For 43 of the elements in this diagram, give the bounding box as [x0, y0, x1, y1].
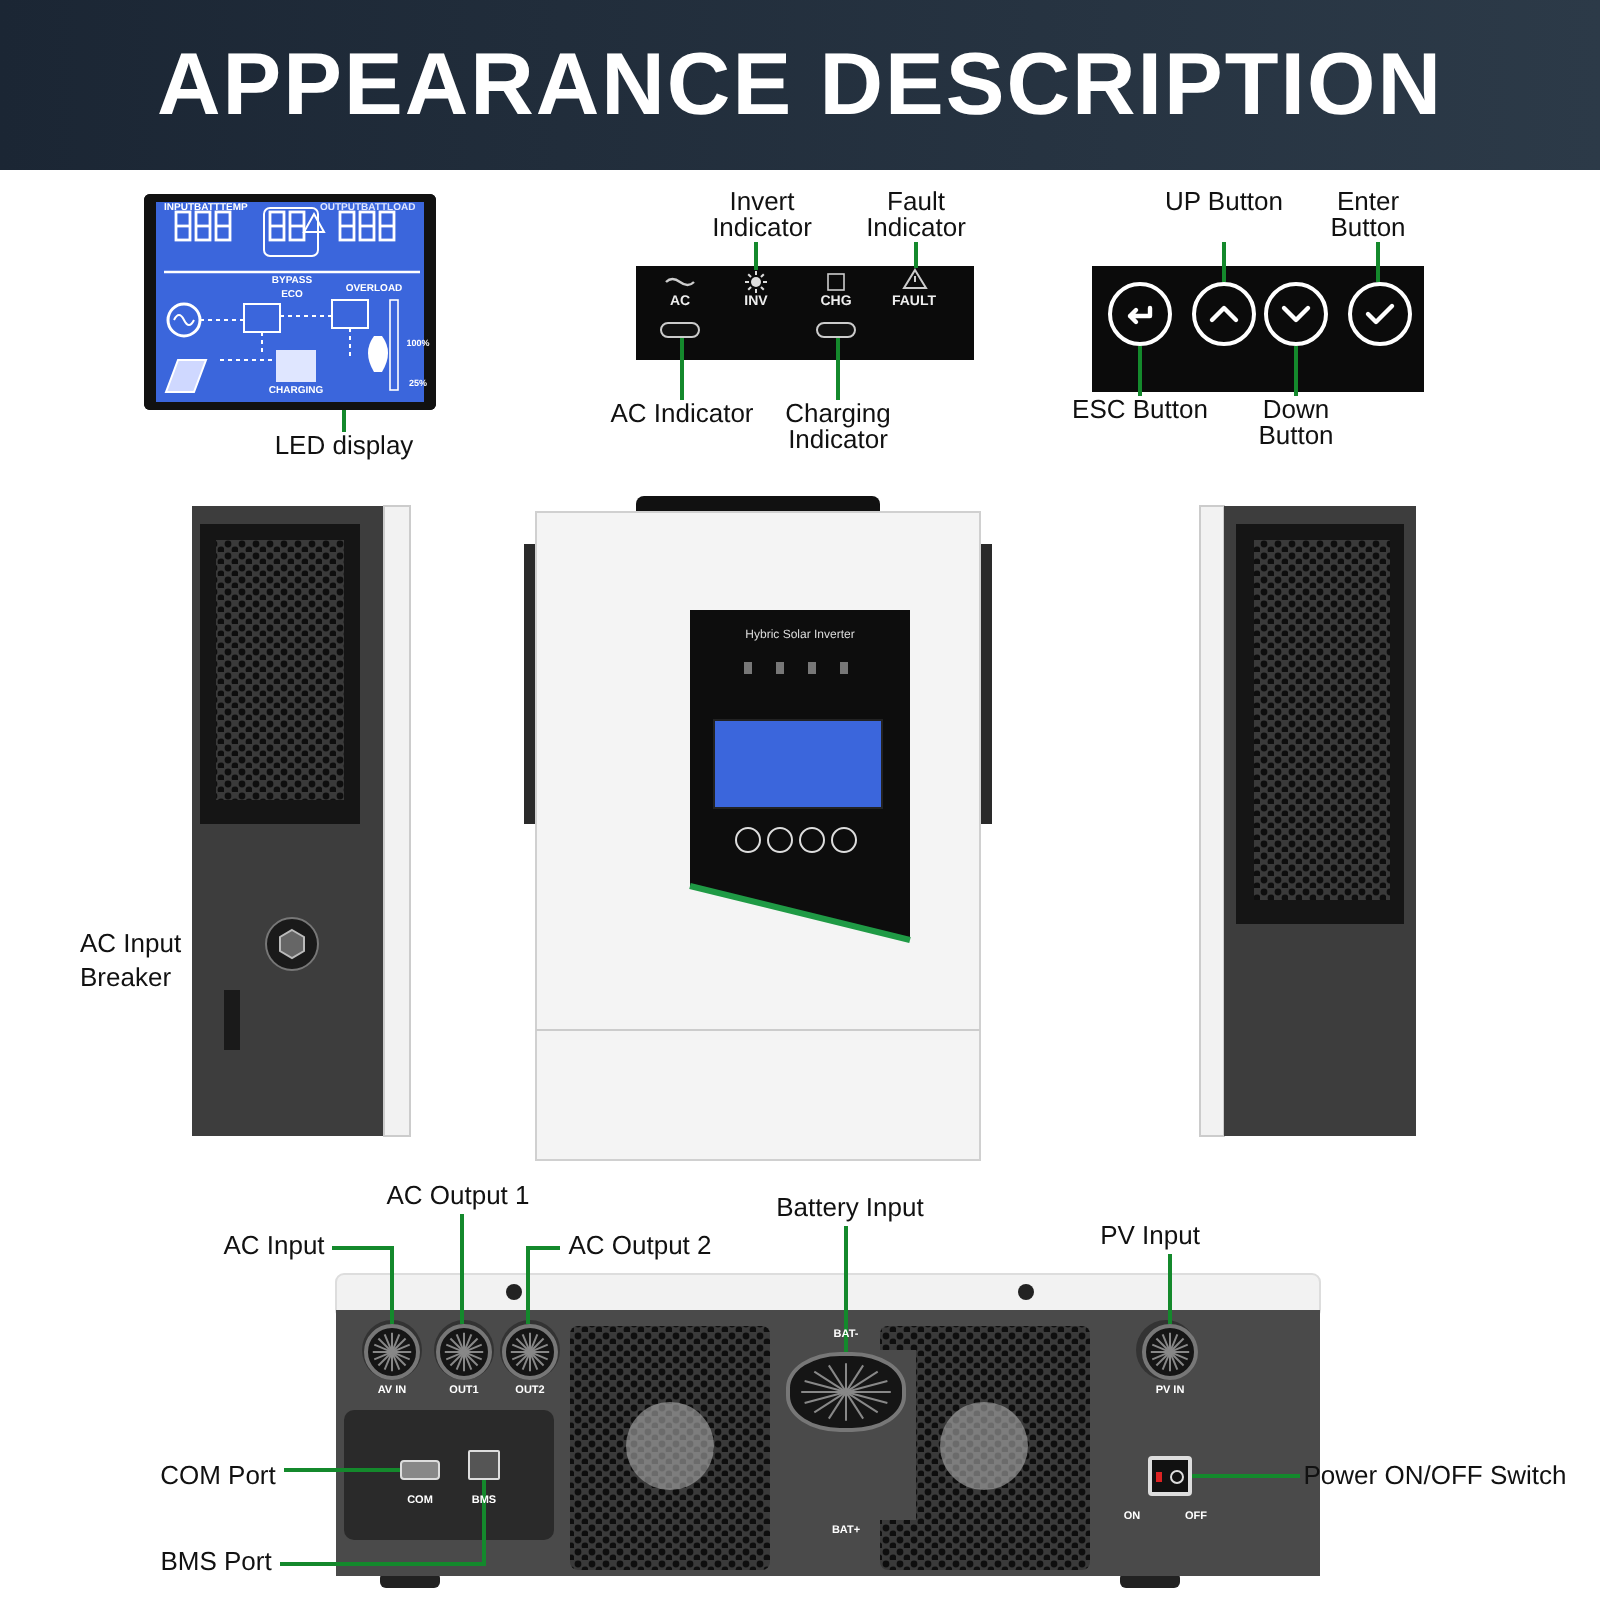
callout-label: UP Button	[1154, 188, 1294, 242]
callout-label: AC Input Breaker	[80, 926, 184, 994]
callout-label: COM Port	[152, 1462, 284, 1494]
leader-line	[680, 338, 684, 400]
warning-icon	[902, 268, 928, 290]
title: APPEARANCE DESCRIPTION	[157, 35, 1443, 135]
callout-label: AC Input	[216, 1232, 332, 1264]
leader-line	[836, 338, 840, 400]
indicator-light	[660, 322, 700, 338]
leader-line	[754, 242, 758, 270]
leader-line	[1222, 242, 1226, 282]
callout-label: ESC Button	[1070, 396, 1210, 450]
callout-label: BMS Port	[152, 1548, 280, 1580]
callout-label: AC Output 2	[560, 1232, 720, 1264]
rocker-switch	[1148, 1456, 1192, 1496]
ethernet-port	[468, 1450, 500, 1480]
callout-label: Battery Input	[760, 1194, 940, 1226]
lcd-display	[144, 194, 436, 410]
callout-label: AC Output 1	[376, 1182, 540, 1214]
leader-line	[1138, 346, 1142, 396]
callout-label: Down Button	[1226, 396, 1366, 450]
callout-label: LED display	[260, 432, 428, 464]
leader-line	[342, 410, 346, 432]
indicator-light	[816, 322, 856, 338]
callout-label: Enter Button	[1298, 188, 1438, 242]
callout-label: PV Input	[1086, 1222, 1214, 1254]
callout-label: AC Indicator	[610, 400, 754, 454]
leader-line	[844, 1226, 848, 1352]
leader-line	[332, 1246, 394, 1324]
leader-line	[284, 1468, 400, 1472]
leader-line	[526, 1246, 560, 1324]
leader-line	[1294, 346, 1298, 396]
callout-label: Fault Indicator	[840, 188, 992, 242]
leader-line	[460, 1214, 464, 1324]
sun-icon	[744, 270, 768, 294]
leader-line	[1168, 1254, 1172, 1324]
callout-label: Invert Indicator	[690, 188, 834, 242]
leader-line	[280, 1480, 486, 1566]
leader-line	[1192, 1474, 1300, 1478]
leader-line	[1376, 242, 1380, 282]
leader-line	[914, 242, 918, 268]
usb-port	[400, 1460, 440, 1480]
callout-label: Charging Indicator	[760, 400, 916, 454]
